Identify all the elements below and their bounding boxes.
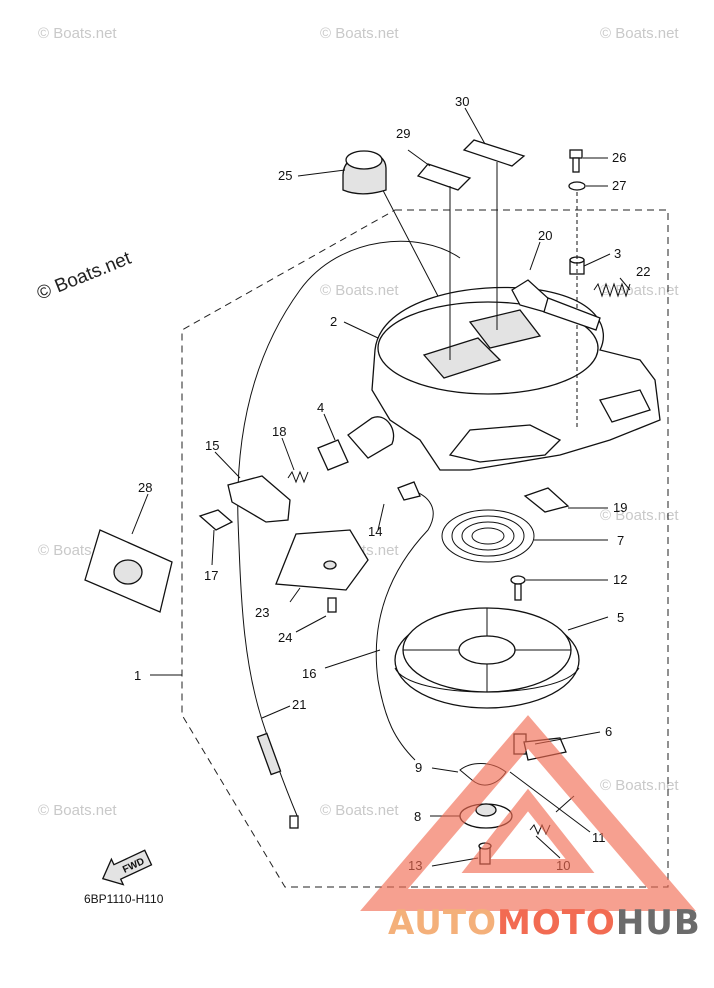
callout-3: 3: [614, 246, 621, 261]
spring-part-19: [523, 487, 570, 513]
callout-9: 9: [415, 760, 422, 775]
brand-part-auto: AUTO: [388, 903, 497, 943]
washer-part-27: [568, 181, 586, 191]
callout-16: 16: [302, 666, 316, 681]
watermark: © Boats.net: [600, 282, 679, 299]
watermark: © Boats.net: [600, 777, 679, 794]
fwd-arrow-icon: FWD: [101, 849, 153, 886]
brand-part-hub: HUB: [616, 903, 701, 943]
spring-part-18: [287, 470, 309, 484]
assembly-outline: [181, 209, 669, 888]
callout-7: 7: [617, 533, 624, 548]
callout-26: 26: [612, 150, 626, 165]
drawing-code: 6BP1110-H110: [84, 892, 164, 906]
callout-19: 19: [613, 500, 627, 515]
callout-17: 17: [204, 568, 218, 583]
grommet-part-25: [342, 150, 387, 195]
collar-part-3: [569, 256, 585, 275]
callout-12: 12: [613, 572, 627, 587]
lever-part-20: [511, 279, 601, 331]
callout-20: 20: [538, 228, 552, 243]
callout-24: 24: [278, 630, 292, 645]
callout-21: 21: [292, 697, 306, 712]
callout-18: 18: [272, 424, 286, 439]
brand-logo-icon: [360, 715, 696, 911]
handle-part-15: [227, 475, 291, 523]
callout-1: 1: [134, 668, 141, 683]
housing-part-2: [371, 286, 661, 471]
callout-14: 14: [368, 524, 382, 539]
watermark: © Boats.net: [320, 25, 399, 42]
watermark: © Boats.net: [600, 507, 679, 524]
bolt-part-12: [510, 575, 526, 601]
callout-29: 29: [396, 126, 410, 141]
callout-22: 22: [636, 264, 650, 279]
watermark-main: © Boats.net: [34, 248, 135, 305]
drum-part-5: [394, 607, 580, 709]
callout-30: 30: [455, 94, 469, 109]
bolt-part-26: [569, 149, 583, 173]
callout-8: 8: [414, 809, 421, 824]
clamp-part-14: [397, 481, 421, 501]
watermark: © Boats.net: [38, 25, 117, 42]
callout-6: 6: [605, 724, 612, 739]
cable-end-part-21: [256, 732, 299, 829]
callout-25: 25: [278, 168, 292, 183]
label-part-30: [462, 139, 526, 167]
callout-5: 5: [617, 610, 624, 625]
callout-numbers: 1 2 3 4 5 6 7 8 9 10 11 12 13 14 15 16 1…: [134, 94, 650, 873]
watermark: © Boats.net: [320, 282, 399, 299]
pad-part-28: [84, 529, 173, 613]
callout-2: 2: [330, 314, 337, 329]
rope-guide-part-4: [317, 416, 395, 471]
bracket-part-23: [275, 529, 369, 591]
watermark: © Boats.net: [38, 802, 117, 819]
spiral-spring-part-7: [441, 509, 535, 563]
label-part-29: [416, 163, 472, 191]
clip-part-17: [198, 509, 234, 531]
callout-27: 27: [612, 178, 626, 193]
brand-part-moto: MOTO: [497, 903, 616, 943]
brand-wordmark: AUTOMOTOHUB: [388, 903, 701, 943]
callout-23: 23: [255, 605, 269, 620]
callout-4: 4: [317, 400, 324, 415]
spring-part-22: [593, 282, 631, 298]
watermark: © Boats.net: [320, 802, 399, 819]
screw-part-24: [327, 597, 337, 613]
callout-15: 15: [205, 438, 219, 453]
callout-28: 28: [138, 480, 152, 495]
watermark: © Boats.net: [600, 25, 679, 42]
